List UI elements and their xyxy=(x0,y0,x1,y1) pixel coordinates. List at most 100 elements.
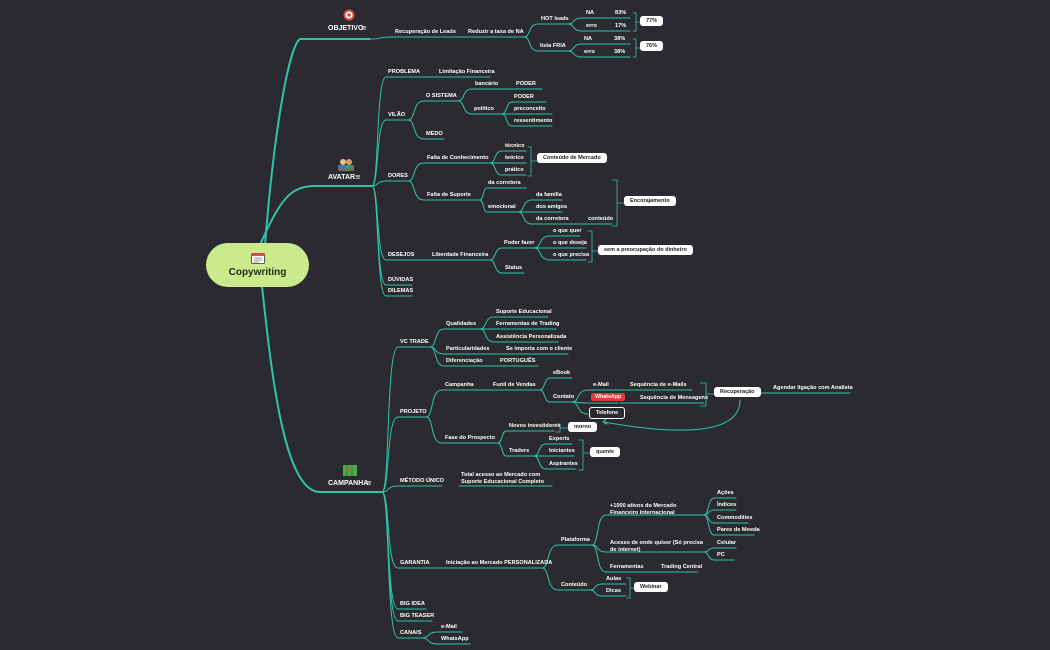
summary-sem-preocupacao[interactable]: sem a preocupação do dinheiro xyxy=(598,245,693,255)
node-particularidades[interactable]: Particularidades xyxy=(446,346,490,352)
node-reduzir-na[interactable]: Reduzir a taxa de NA xyxy=(468,29,524,35)
node-celular[interactable]: Celular xyxy=(717,540,736,546)
node-contato[interactable]: Contato xyxy=(553,394,575,400)
node-ferramentas[interactable]: Ferramentas xyxy=(610,564,644,570)
node-projeto[interactable]: PROJETO xyxy=(400,409,427,415)
section-objetivo[interactable]: OBJETIVO xyxy=(328,25,364,32)
node-se-importa[interactable]: Se importa com o cliente xyxy=(506,346,573,352)
node-bancario[interactable]: bancário xyxy=(475,81,499,87)
node-vilao[interactable]: VILÃO xyxy=(388,112,406,118)
node-poder-fazer[interactable]: Poder fazer xyxy=(504,240,535,246)
node-falta-conhecimento[interactable]: Falta de Conhecimento xyxy=(427,155,489,161)
node-ressentimento[interactable]: ressentimento xyxy=(514,118,553,124)
node-lista-fria[interactable]: lista FRIA xyxy=(540,43,566,49)
node-o-que-quer[interactable]: o que quer xyxy=(553,228,582,234)
node-ferramentas-trading[interactable]: Ferramentas de Trading xyxy=(496,321,560,327)
node-plataforma[interactable]: Plataforma xyxy=(561,537,590,543)
node-canal-email[interactable]: e-Mail xyxy=(441,624,457,630)
node-conteudo[interactable]: conteúdo xyxy=(588,216,614,222)
node-fase-prospecto[interactable]: Fase do Prospecto xyxy=(445,435,496,441)
node-portugues[interactable]: PORTUGUÊS xyxy=(500,358,536,364)
node-preconceito[interactable]: preconceito xyxy=(514,106,546,112)
node-medo[interactable]: MEDO xyxy=(426,131,443,137)
notes-icon[interactable]: ≡ xyxy=(366,479,372,487)
node-aulas[interactable]: Aulas xyxy=(606,576,622,582)
summary-conteudo-mercado[interactable]: Conteúdo de Mercado xyxy=(537,153,607,163)
node-big-teaser[interactable]: BIG TEASER xyxy=(400,613,435,619)
node-hot-leads[interactable]: HOT leads xyxy=(541,16,569,22)
node-fria-erro[interactable]: erro xyxy=(584,49,595,55)
node-desejos[interactable]: DESEJOS xyxy=(388,252,415,258)
node-emocional[interactable]: emocional xyxy=(488,204,516,210)
node-trading-central[interactable]: Trading Central xyxy=(661,564,703,570)
node-acoes[interactable]: Ações xyxy=(717,490,734,496)
node-recuperacao-leads[interactable]: Recuperação de Leads xyxy=(395,29,456,35)
node-fria-na[interactable]: NA xyxy=(584,36,593,42)
node-iniciantes[interactable]: Iniciantes xyxy=(549,448,575,454)
section-campanha[interactable]: CAMPANHA xyxy=(328,480,369,487)
node-dilemas[interactable]: DILEMAS xyxy=(388,288,414,294)
node-ativos[interactable]: +1000 ativos do Mercado Financeiro Inter… xyxy=(610,503,677,516)
node-acesso[interactable]: Acesso de onde quiser (Só precisa de int… xyxy=(610,540,703,553)
node-seq-email[interactable]: Sequência de e-Mails xyxy=(630,382,687,388)
node-email[interactable]: e-Mail xyxy=(593,382,609,388)
node-limitacao[interactable]: Limitação Financeira xyxy=(439,69,495,75)
node-iniciacao[interactable]: Iniciação ao Mercado PERSONALIZADA xyxy=(446,560,553,566)
node-politico[interactable]: político xyxy=(474,106,494,112)
node-novos-investidores[interactable]: Novos investidores xyxy=(509,423,561,429)
node-o-que-deseja[interactable]: o que deseja xyxy=(553,240,587,246)
node-duvidas[interactable]: DÚVIDAS xyxy=(388,277,414,283)
root-topic[interactable]: Copywriting xyxy=(206,243,309,287)
notes-icon[interactable]: ≡ xyxy=(361,24,367,32)
node-qualidades[interactable]: Qualidades xyxy=(446,321,477,327)
node-big-idea[interactable]: BIG IDEA xyxy=(400,601,425,607)
node-teorico[interactable]: teórico xyxy=(505,155,524,161)
node-agendar[interactable]: Agendar ligação com Analista xyxy=(773,385,853,391)
summary-encorajamento[interactable]: Encorajamento xyxy=(624,196,676,206)
node-commodities[interactable]: Commodities xyxy=(717,515,753,521)
node-telefone[interactable]: Telefone xyxy=(589,407,626,419)
node-experts[interactable]: Experts xyxy=(549,436,570,442)
node-problema[interactable]: PROBLEMA xyxy=(388,69,421,75)
section-avatar[interactable]: AVATAR xyxy=(328,174,356,181)
node-suporte-educacional[interactable]: Suporte Educacional xyxy=(496,309,552,315)
node-pares-moeda[interactable]: Pares de Moeda xyxy=(717,527,760,533)
node-poder-1[interactable]: PODER xyxy=(516,81,536,87)
node-metodo-unico[interactable]: MÉTODO ÚNICO xyxy=(400,478,445,484)
node-vc-trade[interactable]: VC TRADE xyxy=(400,339,429,345)
node-canal-whatsapp[interactable]: WhatsApp xyxy=(441,636,469,642)
node-assistencia[interactable]: Assistência Personalizada xyxy=(496,334,567,340)
notes-icon[interactable]: ≡ xyxy=(355,173,361,181)
node-dores[interactable]: DORES xyxy=(388,173,408,179)
node-conteudo-2[interactable]: Conteúdo xyxy=(561,582,588,588)
node-funil[interactable]: Funil de Vendas xyxy=(493,382,536,388)
node-poder-2[interactable]: PODER xyxy=(514,94,534,100)
node-canais[interactable]: CANAIS xyxy=(400,630,422,636)
node-hot-erro[interactable]: erro xyxy=(586,23,597,29)
node-pratico[interactable]: prático xyxy=(505,167,524,173)
summary-morno[interactable]: morno xyxy=(568,422,598,432)
summary-webinar[interactable]: Webinar xyxy=(634,582,668,592)
node-metodo-desc[interactable]: Total acesso ao Mercado com Suporte Educ… xyxy=(461,472,544,485)
node-garantia[interactable]: GARANTIA xyxy=(400,560,430,566)
node-diferenciacao[interactable]: Diferenciação xyxy=(446,358,483,364)
node-dos-amigos[interactable]: dos amigos xyxy=(536,204,568,210)
node-falta-suporte[interactable]: Falta de Suporte xyxy=(427,192,471,198)
node-pc[interactable]: PC xyxy=(717,552,725,558)
node-ebook[interactable]: eBook xyxy=(553,370,571,376)
node-o-que-precisa[interactable]: o que precisa xyxy=(553,252,590,258)
summary-fria-total[interactable]: 76% xyxy=(640,41,664,51)
whatsapp-tag[interactable]: WhatsApp xyxy=(591,393,626,401)
node-traders[interactable]: Traders xyxy=(509,448,530,454)
node-dicas[interactable]: Dicas xyxy=(606,588,621,594)
node-indices[interactable]: Índices xyxy=(717,502,737,508)
summary-hot-total[interactable]: 77% xyxy=(640,16,664,26)
node-liberdade[interactable]: Liberdade Financeira xyxy=(432,252,489,258)
node-hot-na[interactable]: NA xyxy=(586,10,595,16)
node-tecnico[interactable]: técnico xyxy=(505,143,525,149)
node-da-corretora[interactable]: da corretora xyxy=(488,180,521,186)
node-o-sistema[interactable]: O SISTEMA xyxy=(426,93,457,99)
node-seq-mensagens[interactable]: Sequência de Mensagens xyxy=(640,395,709,401)
node-da-familia[interactable]: da família xyxy=(536,192,562,198)
node-campanha[interactable]: Campanha xyxy=(445,382,474,388)
